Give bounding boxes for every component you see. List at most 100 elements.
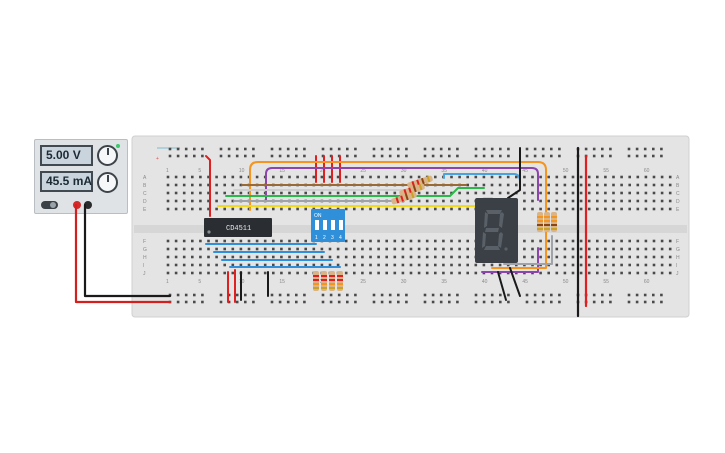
breadboard-hole[interactable] bbox=[255, 271, 259, 275]
breadboard-hole[interactable] bbox=[652, 263, 656, 267]
breadboard-hole[interactable] bbox=[199, 199, 202, 203]
breadboard-hole[interactable] bbox=[344, 207, 348, 211]
breadboard-hole[interactable] bbox=[604, 247, 607, 251]
breadboard-hole[interactable] bbox=[628, 255, 631, 259]
breadboard-hole[interactable] bbox=[263, 255, 267, 259]
breadboard-hole[interactable] bbox=[425, 191, 429, 195]
breadboard-hole[interactable] bbox=[531, 191, 534, 195]
breadboard-hole[interactable] bbox=[270, 293, 274, 297]
breadboard-hole[interactable] bbox=[531, 207, 534, 211]
breadboard-hole[interactable] bbox=[558, 300, 561, 304]
breadboard-hole[interactable] bbox=[215, 207, 218, 211]
breadboard-hole[interactable] bbox=[612, 207, 615, 211]
breadboard-hole[interactable] bbox=[312, 255, 316, 259]
breadboard-hole[interactable] bbox=[295, 293, 298, 297]
breadboard-hole[interactable] bbox=[199, 247, 202, 251]
breadboard-hole[interactable] bbox=[223, 175, 226, 179]
breadboard-hole[interactable] bbox=[450, 271, 453, 275]
breadboard-hole[interactable] bbox=[336, 255, 340, 259]
breadboard-hole[interactable] bbox=[255, 175, 259, 179]
breadboard-hole[interactable] bbox=[627, 293, 631, 297]
breadboard-hole[interactable] bbox=[474, 175, 478, 179]
breadboard-hole[interactable] bbox=[423, 293, 427, 297]
breadboard-hole[interactable] bbox=[166, 199, 170, 203]
breadboard-hole[interactable] bbox=[280, 239, 283, 243]
breadboard-hole[interactable] bbox=[377, 191, 380, 195]
breadboard-hole[interactable] bbox=[550, 300, 553, 304]
breadboard-hole[interactable] bbox=[539, 199, 542, 203]
breadboard-hole[interactable] bbox=[439, 300, 443, 304]
breadboard-hole[interactable] bbox=[609, 147, 612, 151]
breadboard-hole[interactable] bbox=[199, 183, 202, 187]
breadboard-hole[interactable] bbox=[660, 147, 663, 151]
breadboard-hole[interactable] bbox=[231, 199, 235, 203]
breadboard-hole[interactable] bbox=[474, 154, 478, 158]
breadboard-hole[interactable] bbox=[182, 239, 186, 243]
breadboard-hole[interactable] bbox=[490, 183, 494, 187]
breadboard-hole[interactable] bbox=[380, 300, 384, 304]
breadboard-hole[interactable] bbox=[450, 239, 453, 243]
breadboard-hole[interactable] bbox=[361, 191, 364, 195]
breadboard-hole[interactable] bbox=[223, 183, 226, 187]
breadboard-hole[interactable] bbox=[612, 239, 615, 243]
breadboard-hole[interactable] bbox=[587, 239, 591, 243]
breadboard-hole[interactable] bbox=[668, 263, 672, 267]
breadboard-hole[interactable] bbox=[558, 147, 561, 151]
breadboard-hole[interactable] bbox=[628, 207, 631, 211]
breadboard-hole[interactable] bbox=[272, 263, 275, 267]
breadboard-hole[interactable] bbox=[353, 207, 356, 211]
breadboard-hole[interactable] bbox=[592, 293, 596, 297]
breadboard-hole[interactable] bbox=[239, 247, 243, 251]
breadboard-hole[interactable] bbox=[184, 293, 188, 297]
breadboard-hole[interactable] bbox=[474, 183, 478, 187]
breadboard-hole[interactable] bbox=[547, 255, 550, 259]
breadboard-hole[interactable] bbox=[652, 147, 655, 151]
breadboard-hole[interactable] bbox=[563, 199, 567, 203]
breadboard-hole[interactable] bbox=[166, 247, 170, 251]
breadboard-hole[interactable] bbox=[439, 293, 443, 297]
breadboard-hole[interactable] bbox=[531, 199, 534, 203]
breadboard-hole[interactable] bbox=[372, 293, 376, 297]
breadboard-hole[interactable] bbox=[344, 239, 348, 243]
breadboard-hole[interactable] bbox=[409, 175, 413, 179]
breadboard-hole[interactable] bbox=[280, 255, 283, 259]
breadboard-hole[interactable] bbox=[604, 191, 607, 195]
breadboard-hole[interactable] bbox=[255, 255, 259, 259]
breadboard-hole[interactable] bbox=[499, 154, 502, 158]
breadboard-hole[interactable] bbox=[523, 255, 526, 259]
breadboard-hole[interactable] bbox=[660, 175, 664, 179]
breadboard-hole[interactable] bbox=[612, 255, 615, 259]
breadboard-hole[interactable] bbox=[385, 191, 388, 195]
breadboard-hole[interactable] bbox=[388, 154, 392, 158]
breadboard-hole[interactable] bbox=[604, 239, 607, 243]
breadboard-hole[interactable] bbox=[354, 300, 357, 304]
breadboard-hole[interactable] bbox=[652, 300, 655, 304]
breadboard-hole[interactable] bbox=[304, 207, 307, 211]
breadboard-hole[interactable] bbox=[247, 255, 251, 259]
breadboard-hole[interactable] bbox=[458, 191, 461, 195]
breadboard-hole[interactable] bbox=[431, 147, 435, 151]
breadboard-hole[interactable] bbox=[288, 271, 291, 275]
breadboard-hole[interactable] bbox=[442, 199, 445, 203]
breadboard-hole[interactable] bbox=[636, 239, 640, 243]
breadboard-hole[interactable] bbox=[466, 247, 469, 251]
breadboard-hole[interactable] bbox=[620, 183, 623, 187]
breadboard-hole[interactable] bbox=[252, 300, 255, 304]
breadboard-hole[interactable] bbox=[439, 147, 443, 151]
breadboard-hole[interactable] bbox=[636, 191, 640, 195]
breadboard-hole[interactable] bbox=[596, 255, 599, 259]
breadboard-hole[interactable] bbox=[244, 147, 247, 151]
breadboard-hole[interactable] bbox=[219, 147, 223, 151]
breadboard-hole[interactable] bbox=[555, 207, 559, 211]
breadboard-hole[interactable] bbox=[592, 300, 596, 304]
breadboard-hole[interactable] bbox=[223, 255, 226, 259]
breadboard-hole[interactable] bbox=[231, 175, 235, 179]
breadboard-hole[interactable] bbox=[388, 147, 392, 151]
breadboard-hole[interactable] bbox=[377, 263, 380, 267]
breadboard-hole[interactable] bbox=[288, 239, 291, 243]
breadboard-hole[interactable] bbox=[490, 293, 494, 297]
breadboard-hole[interactable] bbox=[668, 207, 672, 211]
breadboard-hole[interactable] bbox=[296, 239, 299, 243]
breadboard-hole[interactable] bbox=[498, 263, 502, 267]
breadboard-hole[interactable] bbox=[239, 239, 243, 243]
